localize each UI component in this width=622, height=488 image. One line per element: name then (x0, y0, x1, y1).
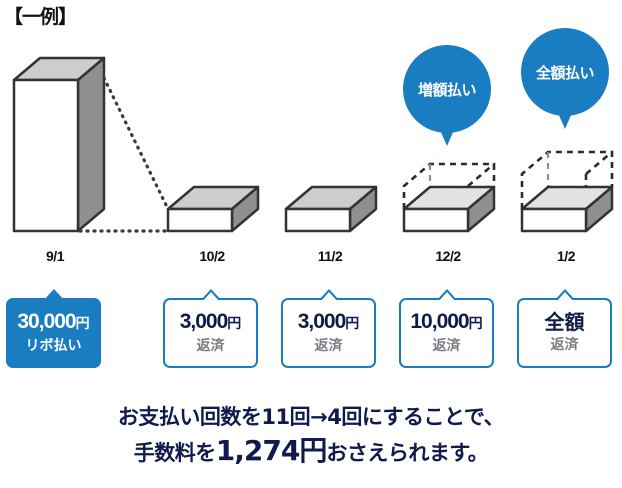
bar-10-2 (166, 185, 260, 233)
callout-notch-icon (553, 287, 576, 300)
summary-prefix: 手数料を (133, 441, 217, 466)
leader-line-diagonal (102, 76, 170, 211)
axis-label-9-1: 9/1 (46, 248, 64, 264)
callout-sublabel: リボ払い (25, 337, 82, 354)
axis-label-11-2: 11/2 (317, 248, 343, 264)
callout-sublabel: 返済 (314, 337, 343, 354)
summary-message: お支払い回数を11回→4回にすることで、 手数料を1,274円おさえられます。 (0, 404, 622, 470)
bubble-tail-icon (440, 130, 454, 146)
axis-label-1-2: 1/2 (557, 248, 575, 264)
summary-line-1: お支払い回数を11回→4回にすることで、 (117, 405, 505, 429)
bubble-zengaku-barai: 全額払い (521, 28, 609, 129)
axis-label-12-2: 12/2 (435, 248, 461, 264)
callout-amount: 10,000円 (410, 310, 483, 334)
bubble-zougaku-barai: 増額払い (403, 45, 491, 146)
summary-suffix: おさえられます。 (326, 441, 489, 466)
callout-repayment-1-2[interactable]: 全額 返済 (517, 289, 612, 368)
callout-notch-icon (435, 287, 458, 300)
payment-bar-chart (12, 56, 614, 233)
callout-sublabel: 返済 (196, 337, 225, 354)
callout-repayment-11-2[interactable]: 3,000円 返済 (281, 289, 376, 368)
callout-amount: 全額 (544, 310, 585, 334)
bar-1-2 (520, 150, 614, 233)
callout-amount: 30,000円 (17, 310, 90, 334)
bar-12-2 (402, 162, 496, 233)
callout-repayment-12-2[interactable]: 10,000円 返済 (399, 289, 494, 368)
bubble-tail-icon (558, 113, 572, 129)
callout-amount: 3,000円 (179, 310, 242, 334)
callout-notch-icon (42, 287, 65, 300)
callout-amount: 3,000円 (297, 310, 360, 334)
callout-revolving-payment[interactable]: 30,000円 リボ払い (6, 289, 101, 368)
callout-repayment-10-2[interactable]: 3,000円 返済 (163, 289, 258, 368)
bubble-label-zengaku: 全額払い (535, 63, 595, 82)
axis-label-10-2: 10/2 (199, 248, 225, 264)
callout-notch-icon (317, 287, 340, 300)
summary-line-2: 手数料を1,274円おさえられます。 (0, 433, 622, 469)
page-title: 【一例】 (4, 6, 77, 28)
callout-sublabel: 返済 (432, 337, 461, 354)
callout-sublabel: 返済 (550, 337, 579, 353)
summary-savings-amount: 1,274円 (215, 434, 328, 468)
callout-notch-icon (199, 287, 222, 300)
bubble-label-zougaku: 増額払い (417, 80, 477, 99)
bar-11-2 (284, 185, 378, 233)
bar-9-1 (12, 56, 106, 233)
